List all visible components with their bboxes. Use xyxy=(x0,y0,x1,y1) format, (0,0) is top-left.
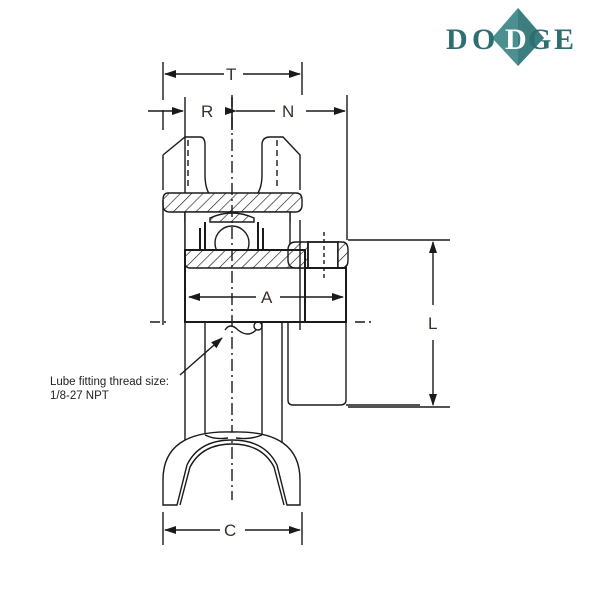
label-A: A xyxy=(261,288,273,307)
yoke-lower xyxy=(162,431,301,506)
lube-fitting-note: Lube fitting thread size: 1/8-27 NPT xyxy=(50,375,169,403)
label-R: R xyxy=(201,102,213,121)
label-T: T xyxy=(226,65,236,84)
label-C: C xyxy=(224,521,236,540)
dimension-C xyxy=(162,512,303,545)
logo-letter-3: D xyxy=(505,23,528,56)
logo-letter-2: O xyxy=(472,23,496,56)
dimension-L xyxy=(348,239,450,408)
logo-letter-5: E xyxy=(554,23,575,56)
label-L: L xyxy=(428,314,437,333)
lube-note-line2: 1/8-27 NPT xyxy=(50,390,109,402)
lube-fitting-leader xyxy=(179,337,223,376)
dimension-R-N xyxy=(148,95,348,250)
yoke-shank xyxy=(184,321,420,460)
locking-collar xyxy=(287,232,349,280)
housing-body xyxy=(162,200,347,330)
dimension-T xyxy=(162,62,303,100)
dodge-logo: D O D G E xyxy=(446,8,575,66)
inner-ring xyxy=(184,249,306,269)
label-N: N xyxy=(282,102,294,121)
lube-note-line1: Lube fitting thread size: xyxy=(50,376,169,388)
logo-letter-1: D xyxy=(446,23,469,56)
logo-letter-4: G xyxy=(528,23,552,56)
